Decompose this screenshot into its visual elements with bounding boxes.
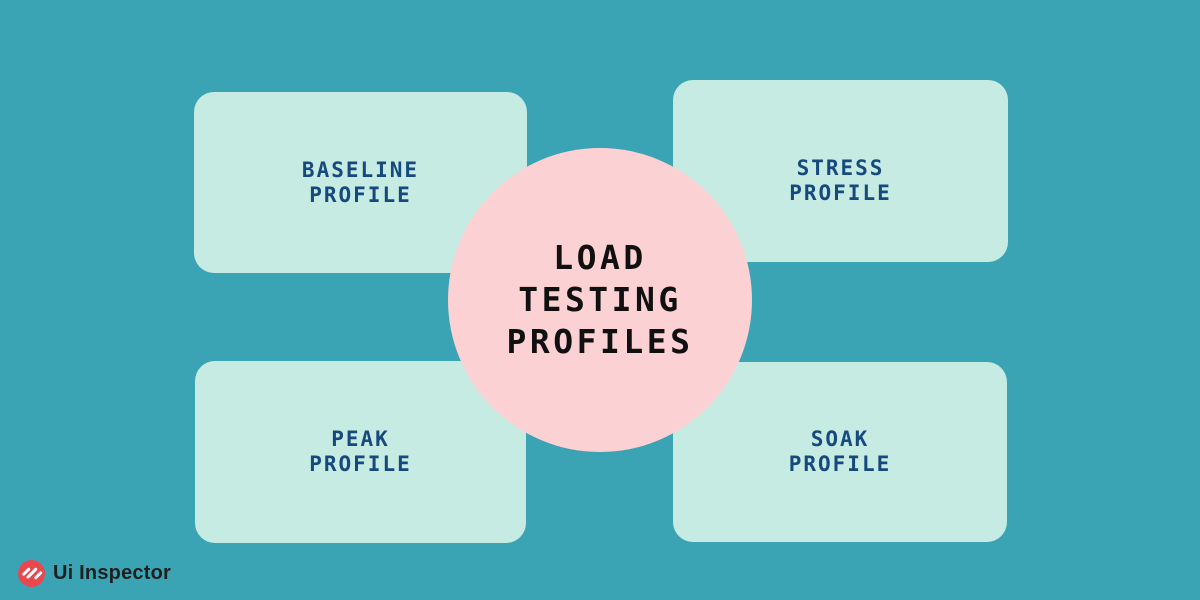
brand-name: Ui Inspector [53,561,171,584]
card-peak-profile: PEAK PROFILE [195,361,526,543]
center-circle: LOAD TESTING PROFILES [448,148,752,452]
card-soak-profile: SOAK PROFILE [673,362,1007,542]
logo-stripes [12,554,50,592]
card-peak-label: PEAK PROFILE [309,427,412,476]
ui-inspector-logo-icon [18,559,45,587]
brand-logo: Ui Inspector [18,559,171,587]
card-baseline-profile: BASELINE PROFILE [194,92,527,273]
card-soak-label: SOAK PROFILE [788,427,892,476]
diagram-title: LOAD TESTING PROFILES [506,238,694,361]
card-baseline-label: BASELINE PROFILE [301,157,420,207]
card-stress-label: STRESS PROFILE [789,156,892,205]
